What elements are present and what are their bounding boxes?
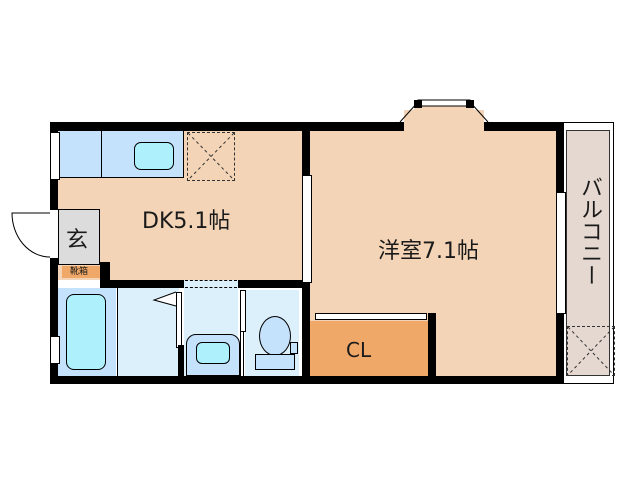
window-toilet-partition [240,290,246,332]
window-bath-left [50,336,60,364]
bathtub-icon [66,294,106,370]
shoe-box [62,266,100,278]
toilet-bowl-icon [259,316,291,356]
shoe-box-label: 靴箱 [70,267,89,277]
closet-label: CL [346,338,372,362]
wall-dk-bottom-right [238,280,308,288]
closet-door [315,313,427,320]
wall-closet-right [428,313,436,378]
entrance-door-icon [11,212,51,258]
western-room-label: 洋室7.1帖 [378,239,479,264]
wall-dk-bottom [100,280,184,288]
wall-top-right [484,122,564,131]
wall-top [50,122,404,131]
washbasin-doorway [185,280,237,288]
sink-icon [134,142,174,170]
dk-label: DK5.1帖 [142,209,231,234]
balcony-label: バルコニー [577,176,602,286]
wall-left-lower [50,258,58,384]
window-partition-middle [302,175,312,283]
window-balcony-sliding [556,192,566,314]
closet [310,321,428,376]
entrance-label: 玄 [66,228,89,253]
washroom-door-icon [152,291,177,307]
washroom-door [176,292,182,348]
toilet-handle-icon [290,342,298,354]
stove-space-x [187,132,235,181]
bay-window-icon [399,99,489,123]
balcony [566,130,610,376]
wall-bath-wash [178,345,184,380]
toilet-tank-icon [255,354,295,370]
washbasin-bowl-icon [196,342,230,364]
window-dk-left [50,132,60,180]
toilet-door [240,292,244,376]
wall-shoebox-side [100,262,110,288]
kitchen-divider [101,130,102,178]
balcony-hatch-x [567,326,615,376]
entrance [58,209,100,265]
